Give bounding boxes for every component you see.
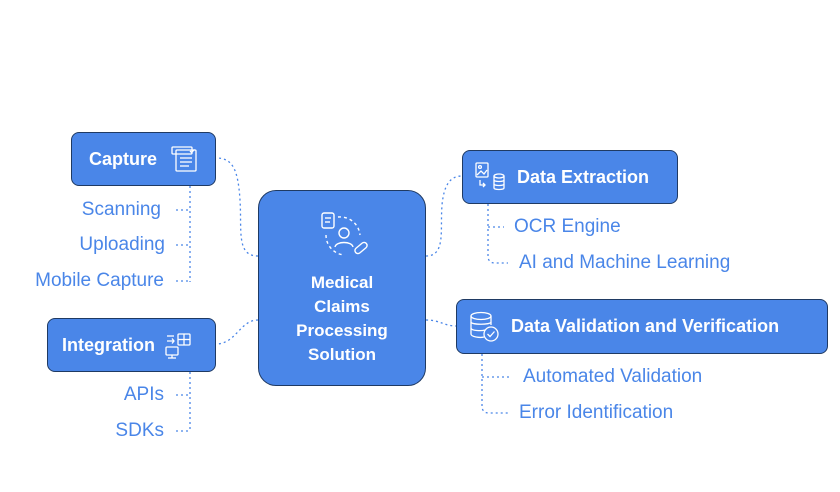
- capture-node[interactable]: Capture: [71, 132, 216, 186]
- central-topic-title: Medical Claims Processing Solution: [296, 273, 388, 364]
- integration-devices-icon: [163, 330, 193, 360]
- data-extraction-node[interactable]: Data Extraction: [462, 150, 678, 204]
- data-validation-node[interactable]: Data Validation and Verification: [456, 299, 828, 354]
- integration-label: Integration: [62, 334, 155, 355]
- checklist-document-icon: [169, 144, 199, 174]
- integration-node[interactable]: Integration: [47, 318, 216, 372]
- extraction-item-ocr-engine[interactable]: OCR Engine: [514, 216, 621, 237]
- connector-center-extraction: [425, 175, 463, 257]
- connector-extraction-trunk: [487, 204, 508, 264]
- extraction-item-ai-ml[interactable]: AI and Machine Learning: [519, 252, 731, 273]
- integration-item-sdks[interactable]: SDKs: [115, 420, 164, 441]
- capture-item-scanning[interactable]: Scanning: [81, 199, 161, 220]
- connector-center-capture: [215, 157, 259, 257]
- validation-item-error-identification[interactable]: Error Identification: [519, 402, 674, 423]
- database-check-icon: [467, 310, 501, 344]
- central-topic[interactable]: Medical Claims Processing Solution: [258, 190, 426, 386]
- validation-item-automated[interactable]: Automated Validation: [523, 366, 703, 387]
- capture-item-mobile-capture[interactable]: Mobile Capture: [35, 270, 164, 291]
- connector-center-integration: [215, 319, 259, 345]
- data-validation-label: Data Validation and Verification: [511, 316, 780, 336]
- connector-center-validation: [425, 319, 457, 327]
- capture-item-uploading[interactable]: Uploading: [79, 234, 165, 255]
- connector-validation-trunk: [481, 354, 508, 414]
- data-extraction-label: Data Extraction: [517, 166, 650, 187]
- integration-item-apis[interactable]: APIs: [123, 384, 164, 405]
- medical-claims-icon: [316, 209, 372, 270]
- capture-label: Capture: [89, 148, 158, 169]
- image-to-database-icon: [473, 161, 507, 193]
